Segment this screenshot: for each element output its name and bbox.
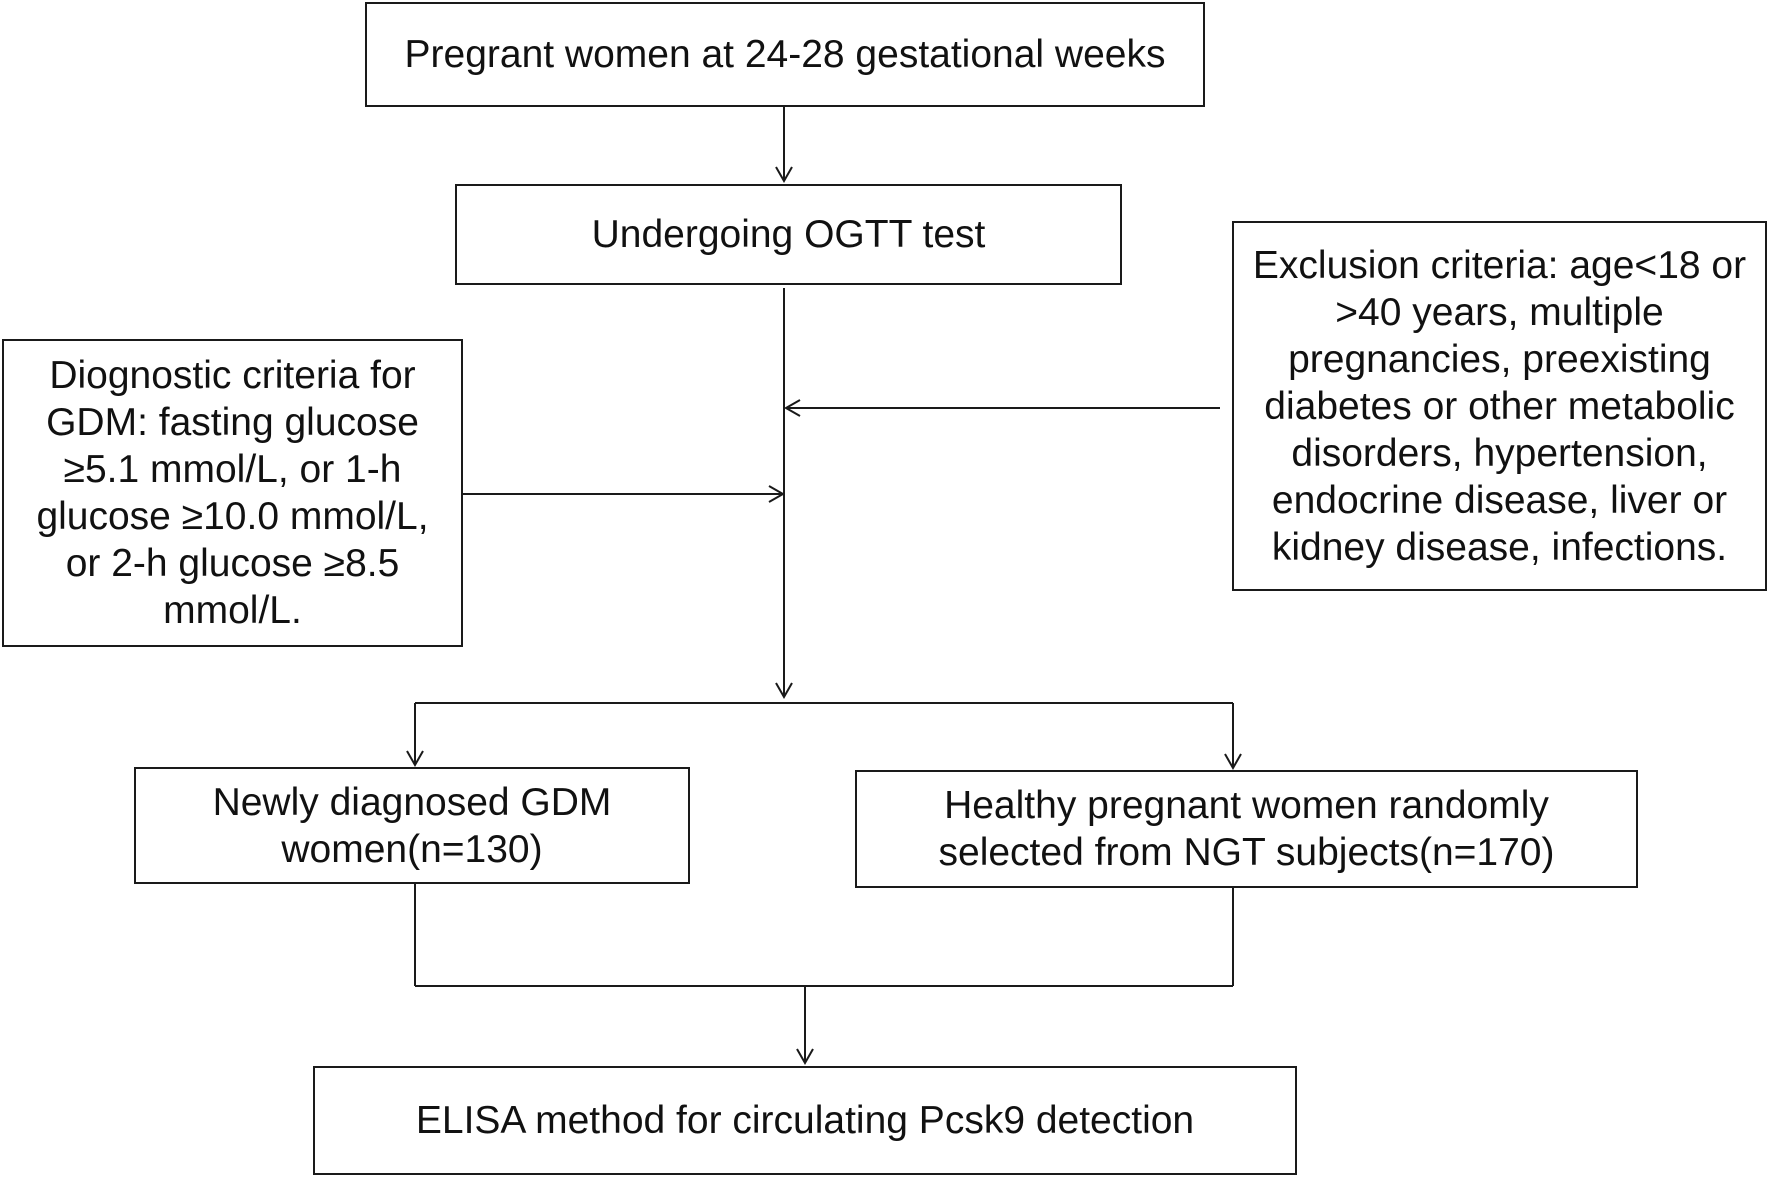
exclusion-line: >40 years, multiple xyxy=(1335,290,1664,334)
exclusion-line: diabetes or other metabolic xyxy=(1264,384,1735,428)
diagnostic-line: glucose ≥10.0 mmol/L, xyxy=(36,495,429,538)
exclusion-line: kidney disease, infections. xyxy=(1271,525,1728,569)
start-text: Pregrant women at 24-28 gestational week… xyxy=(404,33,1166,76)
arrowhead-diagnostic-to-main xyxy=(768,485,786,503)
arrowhead-merge-to-elisa xyxy=(796,1048,814,1066)
exclusion-line: pregnancies, preexisting xyxy=(1288,337,1711,381)
elisa-text: ELISA method for circulating Pcsk9 detec… xyxy=(415,1099,1195,1142)
ogtt-box: Undergoing OGTT test xyxy=(455,184,1122,285)
diagnostic-line: ≥5.1 mmol/L, or 1-h xyxy=(63,448,402,491)
gdm-group-box: Newly diagnosed GDM women(n=130) xyxy=(134,767,690,884)
exclusion-line: endocrine disease, liver or xyxy=(1271,478,1728,522)
healthy-line: selected from NGT subjects(n=170) xyxy=(938,831,1555,874)
diagnostic-line: mmol/L. xyxy=(163,589,302,632)
diagnostic-criteria-box: Diognostic criteria for GDM: fasting glu… xyxy=(2,339,463,647)
gdm-line: women(n=130) xyxy=(281,827,543,871)
elisa-box: ELISA method for circulating Pcsk9 detec… xyxy=(313,1066,1297,1175)
arrowhead-branch-to-gdm xyxy=(406,750,424,768)
ogtt-text: Undergoing OGTT test xyxy=(591,213,986,256)
gdm-line: Newly diagnosed GDM xyxy=(212,780,612,824)
start-box: Pregrant women at 24-28 gestational week… xyxy=(365,2,1205,107)
arrowhead-start-to-ogtt xyxy=(775,166,793,184)
diagnostic-line: or 2-h glucose ≥8.5 xyxy=(65,542,400,585)
diagnostic-line: GDM: fasting glucose xyxy=(46,401,419,444)
exclusion-line: Exclusion criteria: age<18 or xyxy=(1252,243,1747,287)
healthy-group-box: Healthy pregnant women randomly selected… xyxy=(855,770,1638,888)
exclusion-criteria-box: Exclusion criteria: age<18 or >40 years,… xyxy=(1232,221,1767,591)
arrowhead-exclusion-to-main xyxy=(783,399,801,417)
arrowhead-branch-to-healthy xyxy=(1224,753,1242,771)
arrowhead-ogtt-down xyxy=(775,682,793,700)
diagnostic-line: Diognostic criteria for xyxy=(49,354,416,397)
healthy-line: Healthy pregnant women randomly xyxy=(944,784,1549,827)
exclusion-line: disorders, hypertension, xyxy=(1291,431,1708,475)
